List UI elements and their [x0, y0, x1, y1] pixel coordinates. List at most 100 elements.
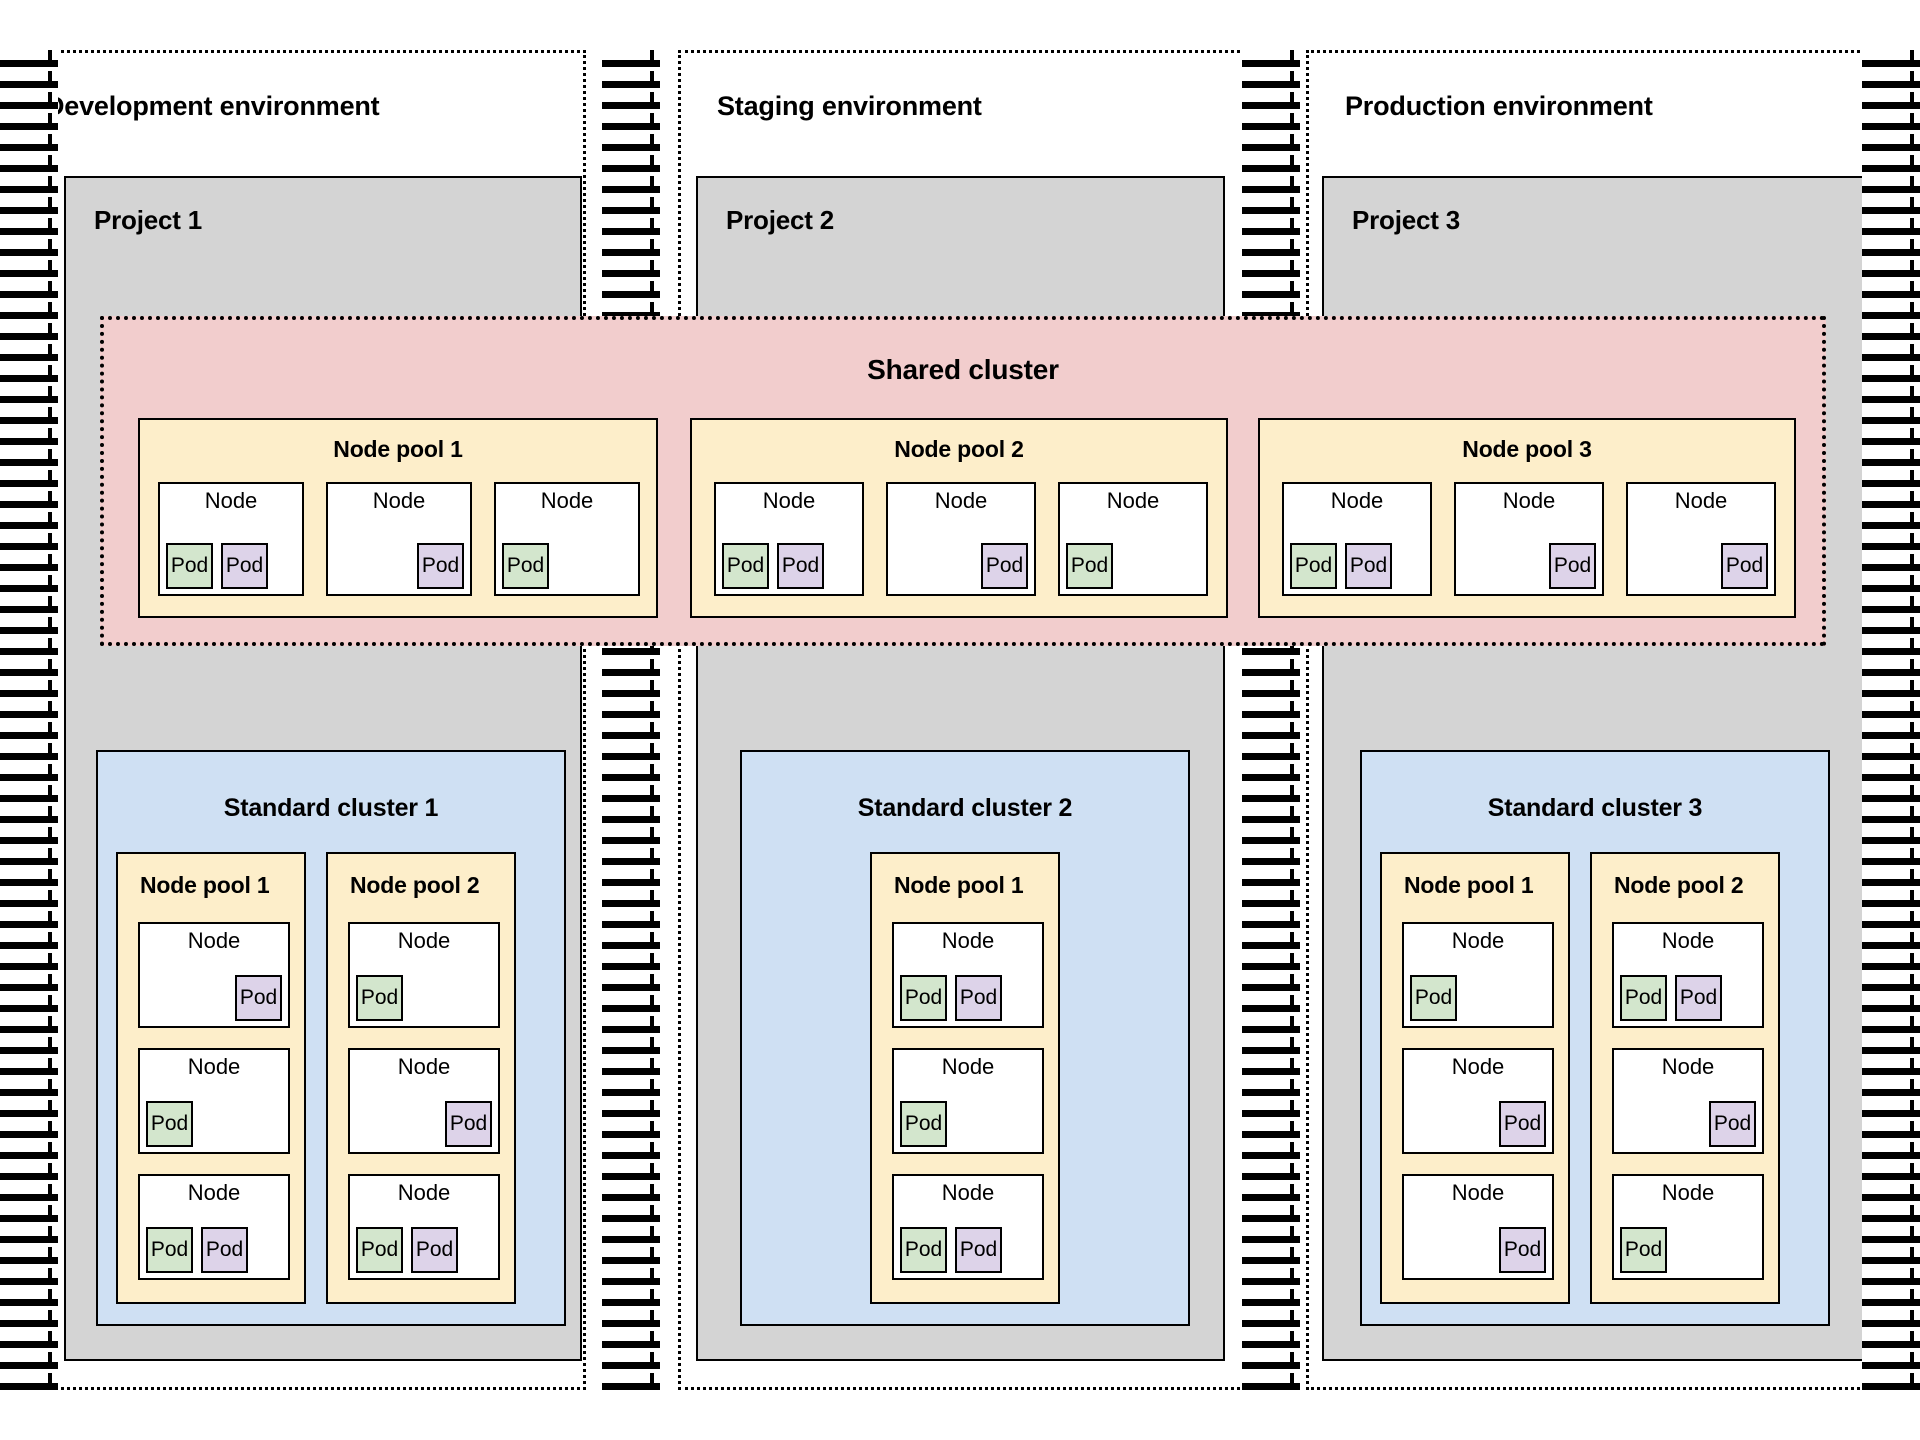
node-box: Node Pod	[1612, 1174, 1764, 1280]
node-box: Node Pod Pod	[1282, 482, 1432, 596]
pod-green: Pod	[146, 1227, 193, 1273]
node-box: Node Pod	[1402, 1048, 1554, 1154]
project-title: Project 3	[1352, 205, 1461, 235]
node-box: Node Pod Pod	[158, 482, 304, 596]
node-box: Node Pod	[138, 1048, 290, 1154]
standard-cluster-3: Standard cluster 3 Node pool 1 Node Pod …	[1360, 750, 1830, 1326]
pod-purple: Pod	[1499, 1101, 1546, 1147]
node-box: Node Pod Pod	[892, 922, 1044, 1028]
node-box: Node Pod Pod	[348, 1174, 500, 1280]
node-label: Node	[397, 928, 451, 953]
node-box: Node Pod	[1612, 1048, 1764, 1154]
node-label: Node	[372, 488, 426, 513]
comb-spine	[1910, 50, 1914, 1390]
standard-3-node-pool-2: Node pool 2 Node Pod Pod Node Pod Node P…	[1590, 852, 1780, 1304]
node-box: Node Pod	[1058, 482, 1208, 596]
pod-green: Pod	[356, 1227, 403, 1273]
node-box: Node Pod	[892, 1048, 1044, 1154]
node-label: Node	[397, 1054, 451, 1079]
standard-1-node-pool-2: Node pool 2 Node Pod Node Pod Node Pod P…	[326, 852, 516, 1304]
node-label: Node	[1661, 1180, 1715, 1205]
pod-green: Pod	[1066, 543, 1113, 589]
node-label: Node	[1451, 1180, 1505, 1205]
standard-1-node-pool-1: Node pool 1 Node Pod Node Pod Node Pod P…	[116, 852, 306, 1304]
node-label: Node	[941, 1180, 995, 1205]
node-label: Node	[762, 488, 816, 513]
standard-2-node-pool-1: Node pool 1 Node Pod Pod Node Pod Node P…	[870, 852, 1060, 1304]
pod-group: Pod	[356, 975, 492, 1021]
node-label: Node	[1330, 488, 1384, 513]
standard-3-node-pool-1: Node pool 1 Node Pod Node Pod Node Pod	[1380, 852, 1570, 1304]
node-box: Node Pod	[886, 482, 1036, 596]
node-box: Node Pod Pod	[138, 1174, 290, 1280]
pod-green: Pod	[1620, 1227, 1667, 1273]
pod-green: Pod	[1620, 975, 1667, 1021]
pod-purple: Pod	[445, 1101, 492, 1147]
node-pool-title: Node pool 2	[350, 872, 480, 898]
pod-purple: Pod	[235, 975, 282, 1021]
pod-green: Pod	[900, 975, 947, 1021]
pod-group: Pod Pod	[722, 543, 856, 589]
node-box: Node Pod	[138, 922, 290, 1028]
node-label: Node	[397, 1180, 451, 1205]
node-pool-title: Node pool 3	[1462, 436, 1592, 462]
pod-green: Pod	[1290, 543, 1337, 589]
comb-separator-1	[602, 50, 660, 1390]
comb-spine	[48, 50, 52, 1390]
pod-purple: Pod	[1549, 543, 1596, 589]
node-box: Node Pod	[348, 922, 500, 1028]
pod-group: Pod	[900, 1101, 1036, 1147]
comb-separator-left	[0, 50, 58, 1390]
pod-group: Pod Pod	[900, 975, 1036, 1021]
node-label: Node	[187, 1054, 241, 1079]
pod-green: Pod	[1410, 975, 1457, 1021]
pod-purple: Pod	[221, 543, 268, 589]
shared-node-pool-1: Node pool 1 Node Pod Pod Node Pod Node P…	[138, 418, 658, 618]
comb-separator-right	[1862, 50, 1920, 1390]
node-box: Node Pod Pod	[1612, 922, 1764, 1028]
pod-green: Pod	[722, 543, 769, 589]
environment-title: Staging environment	[717, 91, 982, 121]
pod-purple: Pod	[411, 1227, 458, 1273]
pod-green: Pod	[900, 1227, 947, 1273]
pod-group: Pod Pod	[146, 1227, 282, 1273]
node-pool-title: Node pool 1	[1404, 872, 1534, 898]
pod-purple: Pod	[955, 975, 1002, 1021]
shared-node-pool-3: Node pool 3 Node Pod Pod Node Pod Node P…	[1258, 418, 1796, 618]
project-title: Project 2	[726, 205, 835, 235]
node-pool-title: Node pool 2	[1614, 872, 1744, 898]
node-label: Node	[1661, 928, 1715, 953]
pod-purple: Pod	[1675, 975, 1722, 1021]
pod-group: Pod Pod	[1290, 543, 1424, 589]
pod-group: Pod Pod	[356, 1227, 492, 1273]
node-pool-title: Node pool 1	[894, 872, 1024, 898]
environment-title: Production environment	[1345, 91, 1653, 121]
pod-group: Pod	[1462, 543, 1596, 589]
node-box: Node Pod Pod	[714, 482, 864, 596]
node-label: Node	[187, 928, 241, 953]
environment-title: Development environment	[45, 91, 380, 121]
pod-group: Pod	[1410, 975, 1546, 1021]
pod-green: Pod	[502, 543, 549, 589]
shared-node-pool-2: Node pool 2 Node Pod Pod Node Pod Node P…	[690, 418, 1228, 618]
node-pool-title: Node pool 2	[894, 436, 1024, 462]
pod-purple: Pod	[777, 543, 824, 589]
node-label: Node	[941, 928, 995, 953]
pod-group: Pod	[356, 1101, 492, 1147]
standard-cluster-title: Standard cluster 1	[223, 794, 439, 822]
node-label: Node	[1661, 1054, 1715, 1079]
pod-purple: Pod	[417, 543, 464, 589]
pod-purple: Pod	[1721, 543, 1768, 589]
pod-group: Pod	[1634, 543, 1768, 589]
node-box: Node Pod	[1454, 482, 1604, 596]
node-box: Node Pod	[1402, 922, 1554, 1028]
project-title: Project 1	[94, 205, 203, 235]
node-label: Node	[941, 1054, 995, 1079]
standard-cluster-title: Standard cluster 3	[1487, 794, 1703, 822]
node-label: Node	[1106, 488, 1160, 513]
node-box: Node Pod	[494, 482, 640, 596]
node-box: Node Pod	[348, 1048, 500, 1154]
pod-purple: Pod	[201, 1227, 248, 1273]
node-pool-title: Node pool 1	[140, 872, 270, 898]
